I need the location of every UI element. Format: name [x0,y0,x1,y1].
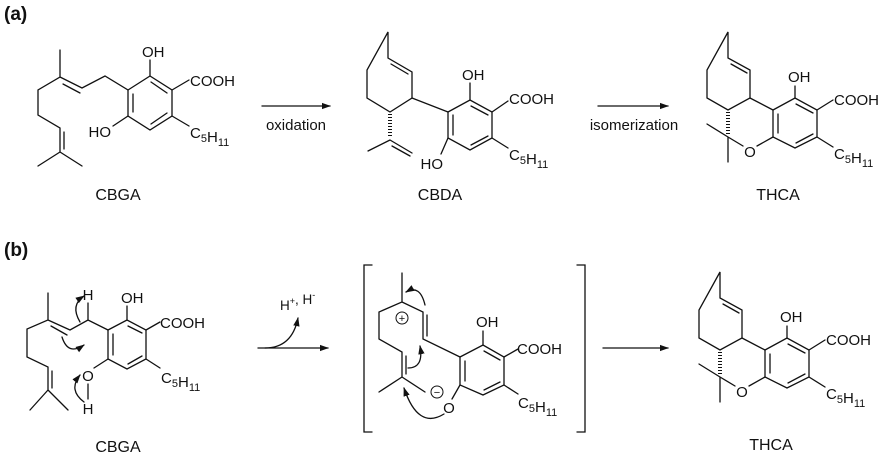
ho-label: HO [421,156,444,173]
thca-structure-a: O OH COOH C5H11 [706,31,879,170]
pentyl-label: C5H11 [826,386,865,410]
cbga-structure-a: OH COOH C5H11 HO CBGA [37,44,235,204]
right-bracket [576,264,586,433]
ho-label: HO [89,124,112,141]
panel-a-label: (a) [4,4,27,25]
oh-label: OH [476,314,499,331]
thca-structure-b: O OH COOH C5H11 [698,271,871,410]
cation-charge-icon [395,311,409,325]
o-label: O [744,144,756,161]
pentyl-label: C5H11 [518,395,557,419]
anion-charge-icon [430,385,444,399]
compound-name-cbga-b: CBGA [95,439,141,456]
byproduct-label: H+, H- [280,290,315,313]
oxidation-arrow: oxidation [261,102,331,134]
oh-label: OH [788,69,811,86]
intermediate-structure: + − O OH COOH C5H11 [363,264,586,433]
curved-arrow-icon [61,336,85,353]
h-label-top: H [83,287,94,304]
curved-arrow-icon [407,345,425,369]
cation-charge: + [399,313,405,325]
cooh-label: COOH [190,73,235,90]
cooh-label: COOH [826,332,871,349]
oh-label: OH [780,309,803,326]
cyclization-arrow: H+, H- [257,290,329,352]
panel-b-label: (b) [4,240,28,261]
oh-label: OH [462,67,485,84]
pentyl-label: C5H11 [834,146,873,170]
curved-arrow-icon [405,285,426,306]
oh-label: OH [121,290,144,307]
pentyl-label: C5H11 [190,125,229,149]
pentyl-label: C5H11 [161,370,200,394]
cooh-label: COOH [160,315,205,332]
compound-name-thca-b: THCA [749,437,793,454]
compound-name-cbga: CBGA [95,187,141,204]
cooh-label: COOH [834,92,879,109]
compound-name-thca-a: THCA [756,187,800,204]
o-label: O [736,384,748,401]
curved-arrow-icon [72,374,85,403]
h-label-bottom: H [83,401,94,418]
isomerization-arrow: isomerization [590,102,678,134]
arrow-label-oxidation: oxidation [266,117,326,134]
cooh-label: COOH [517,341,562,358]
o-label: O [82,368,94,385]
pentyl-label: C5H11 [509,147,548,171]
oh-label: OH [142,44,165,61]
o-label: O [443,400,455,417]
left-bracket [363,264,373,433]
curved-arrow-icon [75,295,85,323]
cbda-structure: OH COOH C5H11 HO CBDA [366,31,554,204]
compound-name-cbda: CBDA [418,187,463,204]
cbga-structure-b: H O H OH COOH C5H11 CBGA [26,287,205,456]
cooh-label: COOH [509,91,554,108]
arrow-label-isomerization: isomerization [590,117,678,134]
anion-charge: − [434,387,440,399]
curved-arrow-icon [403,387,445,419]
